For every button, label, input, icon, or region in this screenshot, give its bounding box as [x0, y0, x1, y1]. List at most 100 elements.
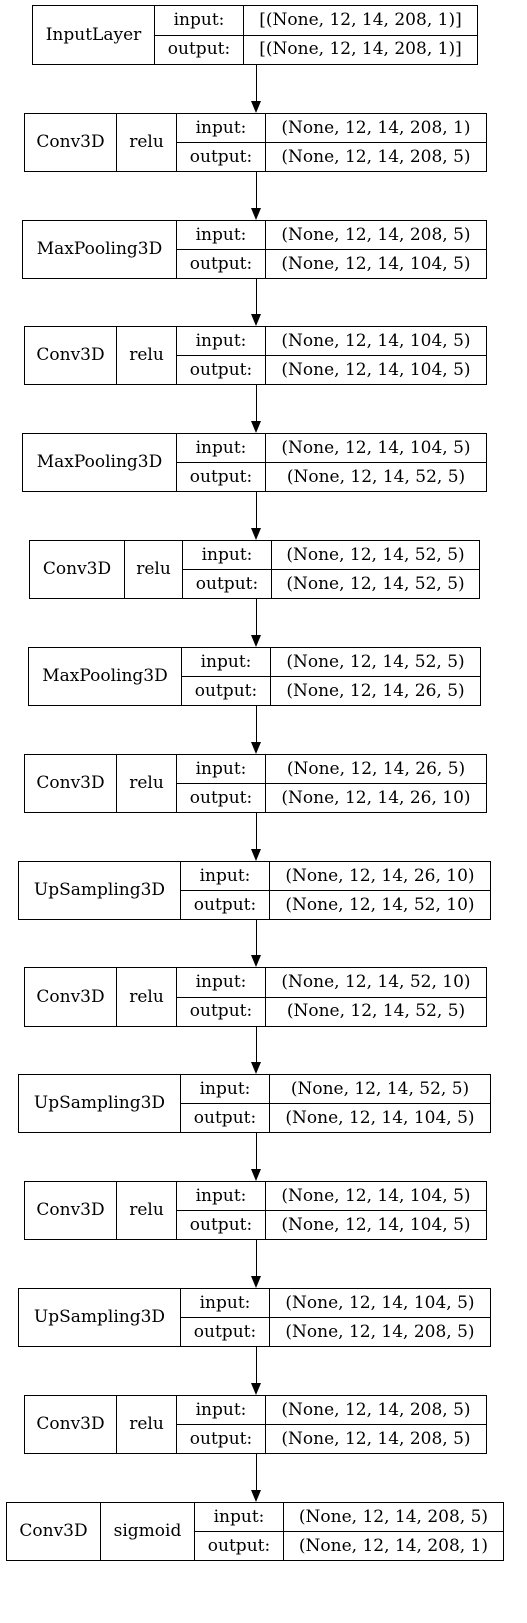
layer-name: UpSampling3D: [19, 1075, 181, 1132]
layer-name: Conv3D: [30, 541, 125, 598]
io-label-column: input:output:: [177, 755, 266, 812]
output-label: output:: [189, 359, 253, 380]
input-shape: (None, 12, 14, 208, 5): [266, 1396, 486, 1425]
io-shape-column: (None, 12, 14, 26, 5) (None, 12, 14, 26, …: [266, 755, 486, 812]
output-label: output:: [207, 1535, 271, 1556]
io-shape-column: [(None, 12, 14, 208, 1)][(None, 12, 14, …: [244, 6, 477, 64]
layer-name: MaxPooling3D: [23, 434, 177, 491]
input-label: input:: [177, 1182, 265, 1211]
connector-line: [256, 813, 257, 849]
input-shape: (None, 12, 14, 52, 5): [271, 648, 480, 677]
io-label-column: input:output:: [183, 541, 272, 598]
input-shape: (None, 12, 14, 52, 5): [272, 541, 479, 570]
output-shape: (None, 12, 14, 208, 5): [281, 146, 471, 167]
input-label: input:: [183, 541, 271, 570]
layer-activation: relu: [117, 755, 177, 812]
output-shape: (None, 12, 14, 26, 5): [286, 680, 465, 701]
connector-line: [256, 172, 257, 208]
output-shape: (None, 12, 14, 104, 5): [281, 253, 471, 274]
layer-activation: relu: [125, 541, 183, 598]
io-shape-column: (None, 12, 14, 52, 5) (None, 12, 14, 104,…: [270, 1075, 490, 1132]
input-label: input:: [177, 327, 265, 356]
arrow-down-icon: [251, 421, 261, 433]
output-shape: (None, 12, 14, 208, 5): [281, 1428, 471, 1449]
input-label: input:: [181, 1289, 269, 1318]
output-label: output:: [193, 1107, 257, 1128]
io-label-column: input:output:: [195, 1503, 284, 1560]
connector-line: [256, 1347, 257, 1383]
output-shape: (None, 12, 14, 26, 10): [281, 787, 471, 808]
io-label-column: input:output:: [181, 1075, 270, 1132]
output-label: output:: [189, 253, 253, 274]
layer-name: InputLayer: [33, 6, 155, 64]
output-label: output:: [189, 1428, 253, 1449]
layer-activation: relu: [117, 1182, 177, 1239]
output-label: output:: [193, 1321, 257, 1342]
io-label-column: input: output:: [181, 1289, 270, 1346]
layer-activation: relu: [117, 1396, 177, 1453]
layer-activation: sigmoid: [101, 1503, 195, 1560]
input-shape: (None, 12, 14, 104, 5): [266, 434, 486, 463]
layer-activation: relu: [117, 114, 177, 171]
input-shape: (None, 12, 14, 208, 1): [266, 114, 486, 143]
arrow-down-icon: [251, 1276, 261, 1288]
input-label: input:: [177, 1396, 265, 1425]
input-label: input:: [177, 114, 265, 143]
input-shape: (None, 12, 14, 26, 10): [270, 862, 490, 891]
input-label: input:: [177, 221, 265, 250]
arrow-down-icon: [251, 955, 261, 967]
io-shape-column: (None, 12, 14, 52, 10)(None, 12, 14, 52,…: [266, 968, 486, 1026]
output-shape: (None, 12, 14, 104, 5): [281, 1214, 471, 1235]
output-label: output:: [193, 894, 257, 915]
connector-line: [256, 492, 257, 528]
output-label: output:: [189, 1001, 253, 1022]
io-label-column: input:output:: [181, 862, 270, 919]
layer-name: MaxPooling3D: [23, 221, 177, 278]
arrow-down-icon: [251, 208, 261, 220]
output-shape: (None, 12, 14, 104, 5): [281, 359, 471, 380]
output-shape: (None, 12, 14, 208, 5): [285, 1321, 475, 1342]
input-label: input:: [177, 755, 265, 784]
output-shape: (None, 12, 14, 52, 10): [285, 894, 475, 915]
io-shape-column: (None, 12, 14, 52, 5) (None, 12, 14, 26, …: [271, 648, 480, 705]
arrow-down-icon: [251, 1062, 261, 1074]
output-shape: (None, 12, 14, 52, 5): [286, 466, 466, 487]
connector-line: [256, 1240, 257, 1276]
layer-name: UpSampling3D: [19, 862, 181, 919]
input-label: input:: [155, 6, 243, 36]
io-label-column: input: output:: [177, 1396, 266, 1453]
layer-name: Conv3D: [25, 755, 117, 812]
layer-name: Conv3D: [25, 1396, 117, 1453]
input-shape: (None, 12, 14, 52, 5): [270, 1075, 490, 1104]
output-label: output:: [189, 146, 253, 167]
io-label-column: input:output:: [177, 968, 266, 1026]
connector-line: [256, 385, 257, 421]
connector-line: [256, 1027, 257, 1062]
input-shape: (None, 12, 14, 26, 5): [266, 755, 486, 784]
layer-name: Conv3D: [25, 1182, 117, 1239]
arrow-down-icon: [251, 1490, 261, 1502]
layer-name: UpSampling3D: [19, 1289, 181, 1346]
io-shape-column: (None, 12, 14, 104, 5)(None, 12, 14, 208…: [270, 1289, 490, 1346]
layer-name: MaxPooling3D: [29, 648, 182, 705]
input-shape: (None, 12, 14, 104, 5): [266, 1182, 486, 1211]
output-shape: (None, 12, 14, 104, 5): [285, 1107, 475, 1128]
arrow-down-icon: [251, 528, 261, 540]
output-shape: [(None, 12, 14, 208, 1)]: [259, 39, 462, 60]
output-label: output:: [194, 680, 258, 701]
io-label-column: input:output:: [177, 1182, 266, 1239]
io-shape-column: (None, 12, 14, 208, 1) (None, 12, 14, 208…: [266, 114, 486, 171]
arrow-down-icon: [251, 101, 261, 113]
arrow-down-icon: [251, 314, 261, 326]
